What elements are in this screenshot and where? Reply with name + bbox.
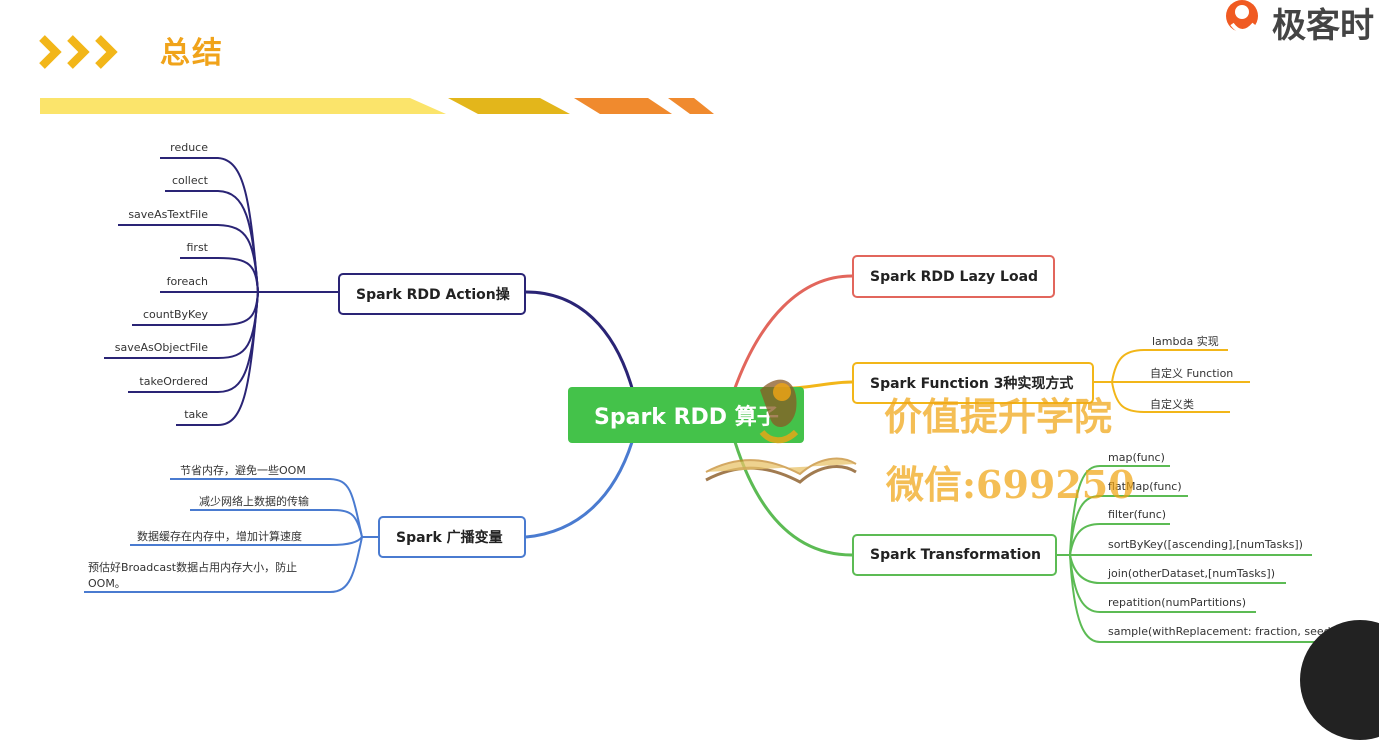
leaf-transform-join: join(otherDataset,[numTasks]) bbox=[1108, 567, 1275, 580]
node-lazy-load: Spark RDD Lazy Load bbox=[852, 255, 1055, 298]
node-broadcast-label: Spark 广播变量 bbox=[396, 530, 503, 546]
leaf-action-countbykey: countByKey bbox=[142, 308, 208, 321]
edge-lazy bbox=[733, 274, 853, 389]
leaf-broadcast-2: 减少网络上数据的传输 bbox=[199, 495, 309, 508]
leaf-action-first: first bbox=[186, 241, 209, 254]
chevron-arrows-icon bbox=[39, 35, 118, 69]
leaf-broadcast-5: OOM。 bbox=[88, 577, 126, 590]
leaf-function-lambda: lambda 实现 bbox=[1152, 335, 1219, 348]
leaf-function-custom-class: 自定义类 bbox=[1150, 398, 1194, 411]
leaf-action-foreach: foreach bbox=[166, 275, 208, 288]
node-transformation-label: Spark Transformation bbox=[870, 547, 1042, 563]
watermark-line1: 价值提升学院 bbox=[884, 394, 1113, 439]
leaf-action-saveasobjectfile: saveAsObjectFile bbox=[114, 341, 208, 354]
connector-lines bbox=[84, 157, 1344, 643]
leaf-action-reduce: reduce bbox=[170, 141, 208, 154]
watermark-line2: 微信:699250 bbox=[886, 462, 1135, 507]
leaf-transform-sortbykey: sortByKey([ascending],[numTasks]) bbox=[1108, 538, 1303, 551]
logo-text: 极客时 bbox=[1272, 6, 1374, 46]
leaf-transform-repartition: repatition(numPartitions) bbox=[1108, 596, 1247, 609]
leaf-action-saveastextfile: saveAsTextFile bbox=[128, 208, 208, 221]
slide: 总结 极客时 bbox=[39, 0, 1379, 740]
leaf-broadcast-4: 预估好Broadcast数据占用内存大小，防止 bbox=[88, 561, 298, 574]
node-transformation: Spark Transformation bbox=[852, 534, 1057, 576]
leaf-transform-sample: sample(withReplacement: fraction, seed) bbox=[1108, 625, 1335, 638]
node-function-label: Spark Function 3种实现方式 bbox=[870, 376, 1074, 392]
node-broadcast: Spark 广播变量 bbox=[378, 516, 526, 558]
leaf-transform-filter: filter(func) bbox=[1108, 508, 1167, 521]
node-function: Spark Function 3种实现方式 bbox=[852, 362, 1094, 404]
geek-logo-icon bbox=[1226, 0, 1258, 33]
page-title: 总结 bbox=[160, 36, 224, 71]
leaf-action-take: take bbox=[184, 408, 208, 421]
leaf-action-collect: collect bbox=[171, 174, 208, 187]
leaf-transform-map: map(func) bbox=[1108, 451, 1165, 464]
watermark-book-icon bbox=[705, 379, 857, 484]
leaf-broadcast-3: 数据缓存在内存中，增加计算速度 bbox=[137, 530, 302, 543]
node-action-label: Spark RDD Action操 bbox=[356, 287, 510, 303]
node-action: Spark RDD Action操 bbox=[338, 273, 526, 315]
edge-broadcast bbox=[525, 441, 634, 539]
node-lazy-load-label: Spark RDD Lazy Load bbox=[870, 268, 1039, 285]
leaf-function-custom-function: 自定义 Function bbox=[1150, 367, 1234, 380]
leaf-broadcast-1: 节省内存，避免一些OOM bbox=[180, 464, 306, 477]
leaf-transform-flatmap: flatMap(func) bbox=[1108, 480, 1182, 493]
leaf-action-takeordered: takeOrdered bbox=[139, 375, 208, 388]
edge-action bbox=[525, 290, 634, 389]
